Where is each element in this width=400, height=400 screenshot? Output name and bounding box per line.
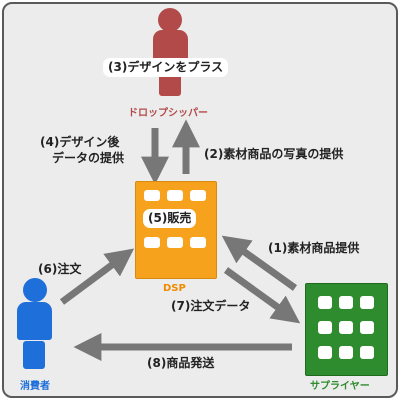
dsp-window xyxy=(144,190,160,201)
arrow-material-provision xyxy=(221,235,298,291)
step-8-label: (8)商品発送 xyxy=(147,356,215,370)
step-4-label-line2: データの提供 xyxy=(52,151,125,165)
dropshipper-icon xyxy=(150,8,192,96)
dsp-window xyxy=(167,237,183,248)
supplier-window xyxy=(339,346,353,359)
supplier-window xyxy=(339,296,353,309)
dsp-window xyxy=(144,237,160,248)
supplier-window xyxy=(360,321,374,334)
supplier-window xyxy=(318,321,332,334)
step-1-label: (1)素材商品提供 xyxy=(268,241,360,255)
step-6-label: (6)注文 xyxy=(38,262,82,276)
dsp-window xyxy=(190,190,206,201)
supplier-building xyxy=(305,283,388,376)
supplier-window xyxy=(318,346,332,359)
step-4-label-line1: (4)デザイン後 xyxy=(40,135,120,149)
arrow-order-data xyxy=(223,267,301,324)
step-2-label: (2)素材商品の写真の提供 xyxy=(204,147,344,161)
dsp-building xyxy=(135,181,217,279)
dsp-window xyxy=(190,237,206,248)
step-7-label: (7)注文データ xyxy=(171,299,251,313)
supplier-window xyxy=(360,346,374,359)
supplier-window xyxy=(360,296,374,309)
arrow-order xyxy=(59,248,135,305)
dropshipper-label: ドロップシッパー xyxy=(128,108,208,119)
dsp-label: DSP xyxy=(163,283,186,294)
dsp-window xyxy=(167,190,183,201)
consumer-icon xyxy=(14,278,54,370)
step-3-label: (3)デザインをプラス xyxy=(103,58,229,77)
supplier-window xyxy=(339,321,353,334)
consumer-label: 消費者 xyxy=(20,381,50,392)
supplier-window xyxy=(318,296,332,309)
supplier-label: サプライヤー xyxy=(310,381,370,392)
step-5-label: (5)販売 xyxy=(143,209,197,228)
